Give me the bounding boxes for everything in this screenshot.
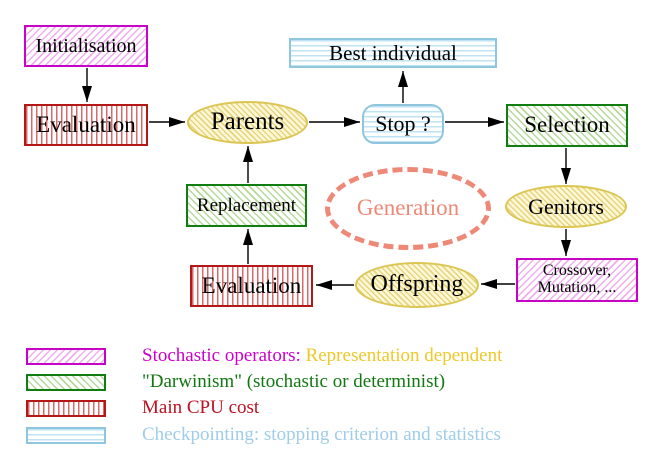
- crossover-line2: Mutation, ...: [537, 279, 617, 296]
- crossover-line1: Crossover,: [542, 262, 612, 280]
- node-replacement: Replacement: [186, 184, 307, 227]
- node-crossover-mutation: Crossover, Mutation, ...: [516, 258, 638, 302]
- node-parents: Parents: [187, 101, 308, 144]
- node-evaluation-top: Evaluation: [24, 104, 148, 146]
- legend-text-checkpointing: Checkpointing: stopping criterion and st…: [142, 424, 501, 445]
- legend-row-darwinism: "Darwinism" (stochastic or determinist): [26, 371, 445, 393]
- node-best-individual: Best individual: [289, 38, 497, 68]
- node-evaluation-bottom: Evaluation: [190, 265, 313, 307]
- legend-text-stochastic-operators: Stochastic operators:: [142, 345, 301, 366]
- legend-row-cpu-cost: Main CPU cost: [26, 397, 259, 419]
- node-selection: Selection: [506, 104, 628, 147]
- legend-row-checkpointing: Checkpointing: stopping criterion and st…: [26, 424, 501, 446]
- node-offspring: Offspring: [355, 262, 479, 308]
- node-stop: Stop ?: [362, 104, 444, 144]
- legend-swatch-red-stripes: [26, 399, 106, 417]
- node-generation-loop: Generation: [325, 167, 491, 250]
- node-genitors: Genitors: [505, 185, 627, 228]
- legend-swatch-cyan-stripes: [26, 426, 106, 444]
- legend-text-main-cpu-cost: Main CPU cost: [142, 397, 260, 418]
- legend-text-representation-dependent: Representation dependent: [305, 345, 503, 366]
- node-initialisation: Initialisation: [24, 25, 148, 67]
- legend-swatch-green-hatch: [26, 373, 106, 391]
- legend-text-darwinism: "Darwinism" (stochastic or determinist): [142, 371, 446, 392]
- legend-swatch-magenta-hatch: [26, 347, 106, 365]
- legend-label: Stochastic operators: Representation dep…: [142, 345, 502, 367]
- legend-row-stochastic-operators: Stochastic operators: Representation dep…: [26, 345, 502, 367]
